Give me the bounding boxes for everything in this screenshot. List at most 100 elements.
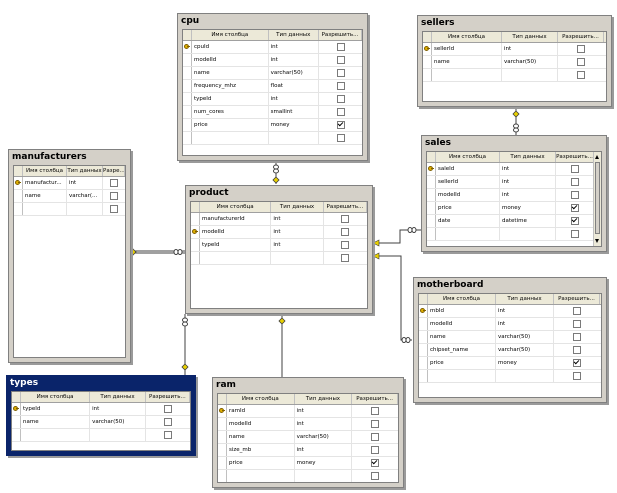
column-name-cell[interactable]: manufacturerId — [200, 213, 272, 225]
data-type-cell[interactable] — [500, 228, 556, 240]
table-title[interactable]: motherboard — [417, 280, 484, 290]
data-type-cell[interactable]: int — [496, 305, 554, 317]
column-name-cell[interactable]: sellerId — [432, 43, 502, 55]
row-selector[interactable] — [183, 67, 192, 79]
table-title[interactable]: ram — [216, 380, 236, 390]
column-name-cell[interactable]: name — [227, 431, 295, 443]
table-row[interactable] — [191, 252, 367, 265]
row-selector[interactable] — [12, 429, 21, 441]
allow-nulls-checkbox[interactable] — [110, 205, 118, 213]
data-type-cell[interactable]: varchar(50) — [269, 67, 320, 79]
column-name-cell[interactable]: chipset_name — [428, 344, 496, 356]
data-type-cell[interactable]: datetime — [500, 215, 556, 227]
row-selector[interactable] — [218, 418, 227, 430]
allow-nulls-checkbox[interactable] — [573, 307, 581, 315]
column-name-cell[interactable]: date — [436, 215, 500, 227]
data-type-cell[interactable]: float — [269, 80, 320, 92]
vertical-scrollbar[interactable] — [593, 152, 601, 246]
data-type-cell[interactable]: money — [500, 202, 556, 214]
row-selector[interactable] — [191, 226, 200, 238]
allow-nulls-checkbox[interactable] — [371, 407, 380, 415]
allow-nulls-checkbox[interactable] — [336, 108, 345, 116]
row-selector[interactable] — [191, 239, 200, 251]
table-title[interactable]: sales — [425, 138, 451, 148]
column-name-cell[interactable]: typeId — [200, 239, 272, 251]
allow-nulls-checkbox[interactable] — [336, 95, 345, 103]
column-name-cell[interactable] — [432, 69, 502, 81]
column-name-cell[interactable]: frequency_mhz — [192, 80, 269, 92]
data-type-cell[interactable]: int — [295, 444, 353, 456]
column-name-cell[interactable] — [227, 470, 295, 482]
allow-nulls-checkbox[interactable] — [571, 204, 579, 212]
allow-nulls-checkbox[interactable] — [336, 43, 345, 51]
row-selector[interactable] — [427, 163, 436, 175]
row-selector[interactable] — [218, 444, 227, 456]
allow-nulls-checkbox[interactable] — [341, 254, 350, 262]
table-row[interactable] — [427, 228, 601, 241]
allow-nulls-checkbox[interactable] — [571, 165, 579, 173]
row-selector[interactable] — [12, 416, 21, 428]
allow-nulls-checkbox[interactable] — [163, 418, 172, 426]
row-selector[interactable] — [427, 189, 436, 201]
allow-nulls-checkbox[interactable] — [110, 192, 118, 200]
column-name-cell[interactable]: num_cores — [192, 106, 269, 118]
data-type-cell[interactable]: int — [269, 93, 320, 105]
data-type-cell[interactable] — [67, 203, 103, 215]
row-selector[interactable] — [183, 80, 192, 92]
column-name-cell[interactable]: name — [21, 416, 91, 428]
column-name-cell[interactable]: ramId — [227, 405, 295, 417]
data-type-cell[interactable]: int — [496, 318, 554, 330]
row-selector[interactable] — [427, 228, 436, 240]
row-selector[interactable] — [218, 457, 227, 469]
data-type-cell[interactable]: int — [271, 239, 324, 251]
row-selector[interactable] — [183, 93, 192, 105]
allow-nulls-checkbox[interactable] — [571, 178, 579, 186]
allow-nulls-checkbox[interactable] — [577, 58, 585, 66]
data-type-cell[interactable] — [496, 370, 554, 382]
column-name-cell[interactable]: name — [432, 56, 502, 68]
table-row[interactable] — [14, 203, 125, 216]
allow-nulls-checkbox[interactable] — [110, 179, 118, 187]
row-selector[interactable] — [14, 190, 23, 202]
column-name-cell[interactable]: modelId — [436, 189, 500, 201]
column-name-cell[interactable]: price — [227, 457, 295, 469]
column-name-cell[interactable]: manufactur... — [23, 177, 67, 189]
data-type-cell[interactable]: int — [502, 43, 558, 55]
row-selector[interactable] — [423, 69, 432, 81]
data-type-cell[interactable]: smallint — [269, 106, 320, 118]
table-row[interactable] — [218, 470, 398, 482]
row-selector[interactable] — [427, 176, 436, 188]
data-type-cell[interactable]: varchar(50) — [90, 416, 146, 428]
column-name-cell[interactable] — [200, 252, 272, 264]
data-type-cell[interactable]: varchar(50) — [496, 331, 554, 343]
table-row[interactable] — [12, 429, 190, 442]
